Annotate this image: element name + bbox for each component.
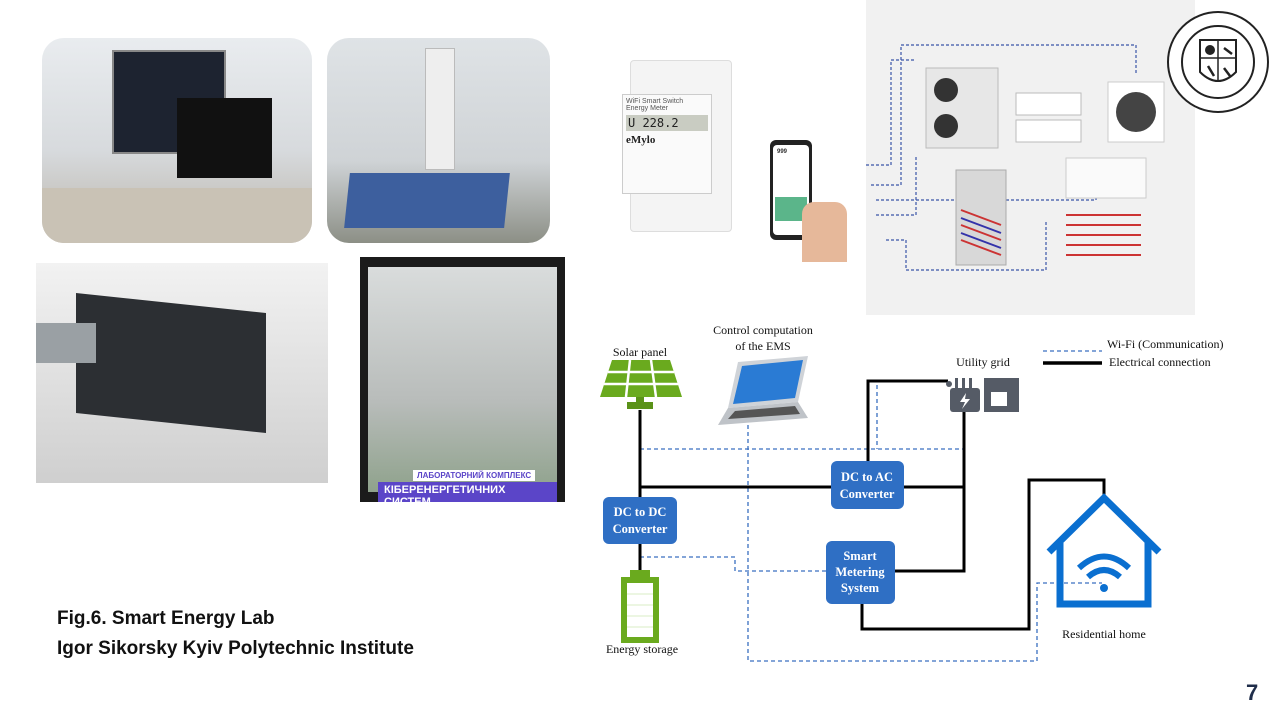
dcac-label-1: DC to AC <box>841 470 893 484</box>
energy-storage-label: Energy storage <box>606 642 678 656</box>
wifi-link-dcdc-sms <box>640 556 826 572</box>
residential-home-label: Residential home <box>1062 627 1146 641</box>
seal-icon <box>1167 11 1269 113</box>
page-number: 7 <box>1246 680 1259 705</box>
sms-label-3: System <box>841 581 880 595</box>
sms-label-2: Metering <box>835 565 885 579</box>
hvac-diagram <box>866 44 1165 271</box>
dc-to-ac-converter-box <box>831 461 904 509</box>
dcac-label-2: Converter <box>840 487 895 501</box>
meter-brand: eMylo <box>626 134 656 146</box>
duct-image <box>36 323 96 363</box>
desk-image <box>42 188 312 243</box>
wifi-link-ems-home <box>747 425 1102 662</box>
solar-panel-icon <box>600 359 682 409</box>
energy-storage-battery-icon <box>621 570 659 643</box>
elec-sms-home <box>860 478 1106 631</box>
meter-display: U 228.2 <box>626 115 708 131</box>
solar-panel-label: Solar panel <box>613 345 668 359</box>
sms-label-1: Smart <box>843 549 877 563</box>
phone-reading: 999 <box>777 149 788 155</box>
figure-caption-title: Fig.6. Smart Energy Lab <box>57 608 275 629</box>
hand-image <box>802 202 847 262</box>
elec-grid-sms <box>895 412 966 573</box>
meter-title-1: WiFi Smart Switch <box>626 98 684 105</box>
elec-dcac-grid <box>866 379 948 461</box>
kpi-university-seal-logo <box>1166 10 1270 114</box>
ems-label-line1: Control computation <box>713 323 813 337</box>
dcdc-label-2: Converter <box>613 522 668 536</box>
residential-home-wifi-icon <box>1046 493 1162 608</box>
meter-title-2: Energy Meter <box>626 105 669 112</box>
dcdc-label-1: DC to DC <box>614 505 667 519</box>
legend-wifi-label: Wi-Fi (Communication) <box>1107 337 1224 351</box>
lab-banner-top: ЛАБОРАТОРНИЙ КОМПЛЕКС <box>413 470 536 481</box>
smart-energy-meter-image: WiFi Smart Switch Energy Meter U 228.2 e… <box>612 52 850 265</box>
laptop-icon <box>718 356 808 425</box>
monitor-image <box>177 98 272 178</box>
hvac-heating-diagram-image <box>866 0 1195 315</box>
lab-banner-main: КІБЕРЕНЕРГЕТИЧНИХ СИСТЕМ <box>378 482 557 502</box>
lab-photo-window-panels <box>327 38 550 243</box>
lab-photo-solar-workstation <box>42 38 312 243</box>
legend-electrical-label: Electrical connection <box>1109 355 1211 369</box>
utility-grid-label: Utility grid <box>956 355 1010 369</box>
smart-metering-system-box <box>826 541 895 604</box>
dc-to-dc-converter-box <box>603 497 677 544</box>
wind-turbine-image <box>425 48 455 170</box>
utility-grid-icon <box>946 378 1019 412</box>
lab-photo-ventilation-unit <box>36 263 328 483</box>
lab-photo-cyber-energy-complex: ЛАБОРАТОРНИЙ КОМПЛЕКС КІБЕРЕНЕРГЕТИЧНИХ … <box>360 257 565 502</box>
ems-label-line2: of the EMS <box>735 339 790 353</box>
figure-caption-institution: Igor Sikorsky Kyiv Polytechnic Institute <box>57 638 414 659</box>
